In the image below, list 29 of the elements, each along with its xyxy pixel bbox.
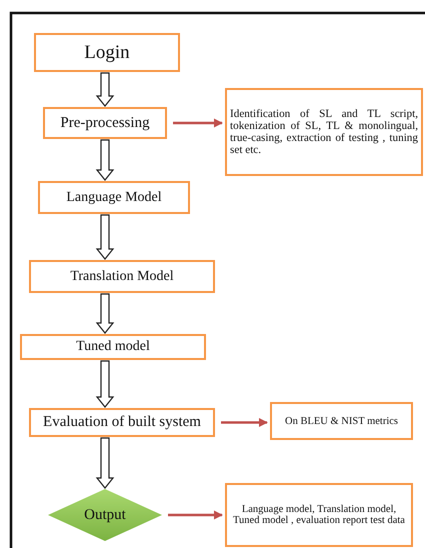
node-text: Translation Model [70, 268, 174, 284]
process-box [225, 483, 413, 547]
process-box [43, 107, 167, 139]
node-text: Language Model [66, 190, 162, 206]
process-box [20, 334, 206, 360]
process-box [34, 33, 180, 72]
arrow [173, 118, 223, 128]
decision-diamond [48, 489, 162, 541]
arrow [96, 139, 114, 181]
arrow [96, 72, 114, 107]
process-box [29, 408, 215, 437]
node-text: Output [84, 506, 126, 524]
node-text: Tuned model [76, 339, 150, 355]
arrow [96, 437, 114, 489]
node-text: Pre-processing [60, 114, 150, 132]
node-text: Login [84, 42, 130, 64]
arrow [221, 418, 268, 427]
arrow [168, 510, 223, 520]
arrow [96, 360, 114, 408]
node-text: Evaluation of built system [43, 414, 201, 431]
arrow [96, 214, 114, 260]
arrow [96, 293, 114, 334]
process-box [225, 88, 423, 176]
process-box [270, 402, 413, 440]
process-box [29, 260, 215, 293]
node-text: Identification of SL and TL script, tokenization of SL, TL & monolingual, true-casing, extraction of testing , tuning set etc. [230, 108, 418, 156]
node-text: Language model, Translation model, Tuned model , evaluation report test data [232, 504, 406, 526]
process-box [38, 181, 190, 214]
node-text: On BLEU & NIST metrics [285, 416, 398, 426]
